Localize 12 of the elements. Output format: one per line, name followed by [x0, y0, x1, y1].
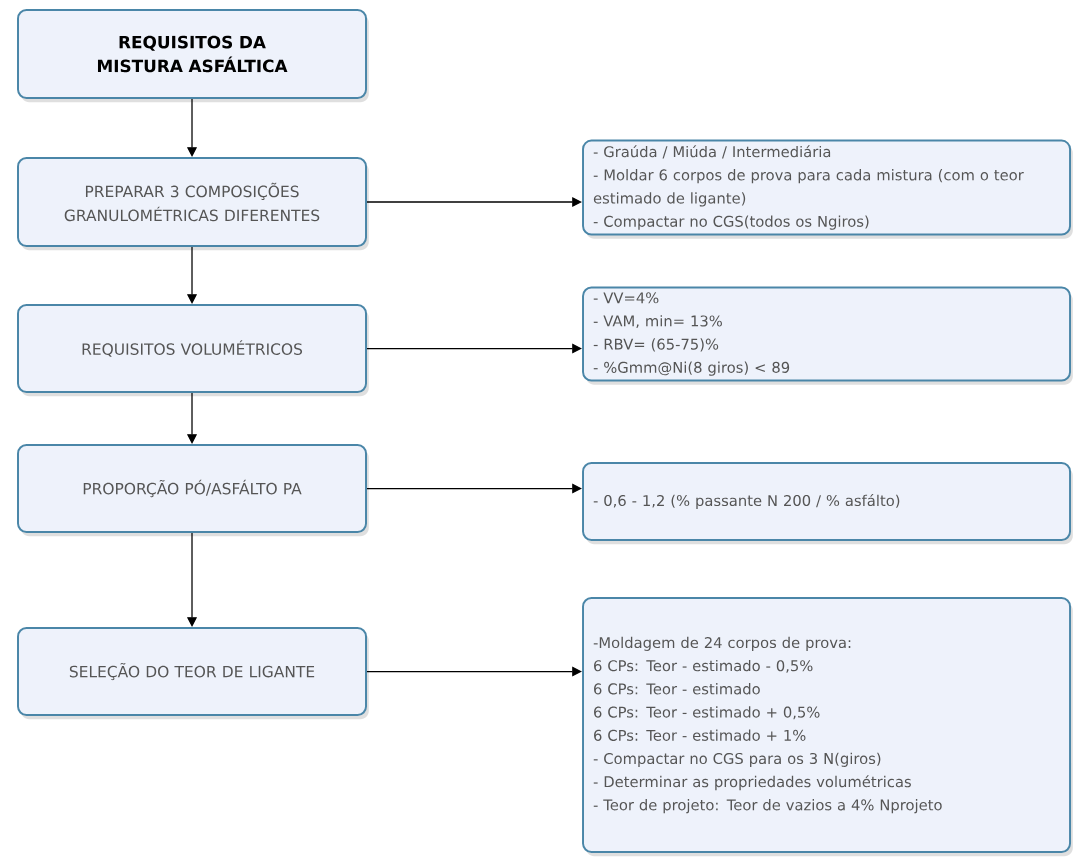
arrow	[366, 343, 582, 354]
arrow	[366, 666, 582, 677]
process-box: SELEÇÃO DO TEOR DE LIGANTE	[17, 627, 369, 720]
note-box: -Moldagem de 24 corpos de prova: 6 CPs: Teor - estimado - 0,5% 6 CPs: Teor - estimado 6 CPs: Teor - estimado + 0,5% 6 CPs: Teor - estimado + 1% - Compactar no CGS para os 3 N(giros) - Determinar as propriedades volumétricas - Teor de projeto: Teor de vazios a 4% Nprojeto	[582, 597, 1073, 857]
title-box: REQUISITOS DA MISTURA ASFÁLTICA	[17, 9, 369, 103]
process-box: PROPORÇÃO PÓ/ASFÁLTO PA	[17, 444, 369, 537]
process-box: REQUISITOS VOLUMÉTRICOS	[17, 304, 369, 397]
note-box: - VV=4% - VAM, min= 13% - RBV= (65-75)% - %Gmm@Ni(8 giros) < 89	[582, 286, 1073, 385]
arrow	[366, 483, 582, 494]
process-box: PREPARAR 3 COMPOSIÇÕES GRANULOMÉTRICAS DIFERENTES	[17, 157, 369, 251]
note-box: - 0,6 - 1,2 (% passante N 200 / % asfálto)	[582, 462, 1073, 545]
note-box: - Graúda / Miúda / Intermediária - Moldar 6 corpos de prova para cada mistura (com o teor estimado de ligante) - Compactar no CGS(todos os Ngiros)	[582, 139, 1073, 239]
